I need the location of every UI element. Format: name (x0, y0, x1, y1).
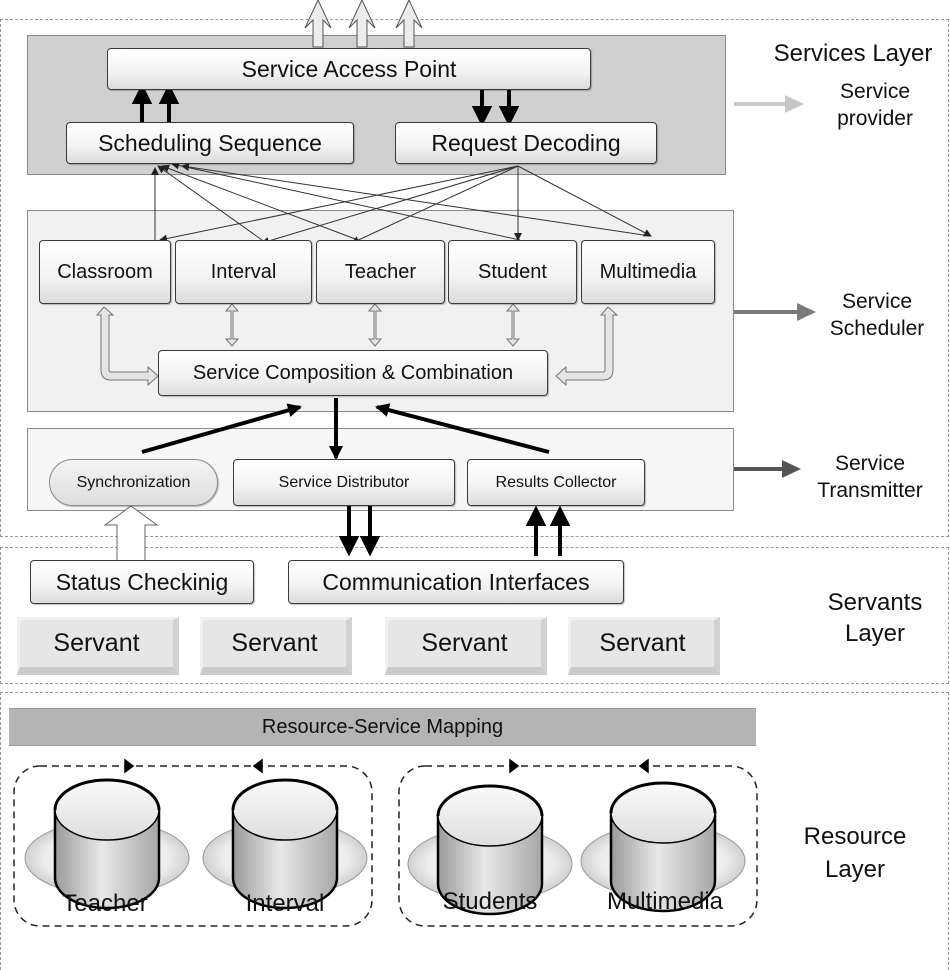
resource-layer-title: Resource Layer (790, 820, 920, 886)
servant-1[interactable]: Servant (17, 617, 179, 675)
transmitter-arrow (782, 460, 801, 478)
service-teacher[interactable]: Teacher (316, 240, 445, 304)
database-cylinder-teacher (24, 778, 190, 910)
service-transmitter-label: Service Transmitter (805, 450, 935, 504)
cylinder-top-rim (436, 784, 544, 817)
service-multimedia[interactable]: Multimedia (581, 240, 715, 304)
label-line: provider (837, 107, 913, 130)
services-layer-title: Services Layer (773, 40, 933, 67)
synchronization[interactable]: Synchronization (49, 459, 218, 506)
resource-label-multimedia: Multimedia (606, 888, 724, 915)
label-line: Layer (824, 856, 886, 883)
cylinder-top-rim (231, 778, 339, 811)
sync-to-composition-arrow (141, 403, 302, 454)
cylinder-top-rim (53, 778, 161, 811)
service-access-point[interactable]: Service Access Point (107, 48, 591, 90)
service-classroom[interactable]: Classroom (39, 240, 171, 304)
label-line: Transmitter (817, 479, 923, 502)
communication-interfaces[interactable]: Communication Interfaces (288, 560, 624, 604)
resource-label-students: Students (442, 888, 538, 915)
label-line: Service (834, 452, 906, 475)
up-hollow-arrow (395, 0, 423, 48)
service-student[interactable]: Student (448, 240, 577, 304)
results-collector[interactable]: Results Collector (467, 459, 645, 506)
label-line: Service (839, 80, 911, 103)
status-checking[interactable]: Status Checkinig (30, 560, 254, 604)
resource-label-interval: Interval (245, 890, 325, 917)
output-arrows (304, 0, 423, 48)
scheduler-arrow (797, 303, 816, 321)
status-to-sync-arrow (103, 505, 159, 560)
servants-layer-title: Servants Layer (810, 587, 940, 649)
service-provider-label: Service provider (820, 78, 930, 132)
thin-connectors (151, 161, 652, 245)
servants-layer-frame (0, 547, 949, 684)
label-line: Layer (844, 620, 906, 647)
servant-2[interactable]: Servant (200, 617, 352, 675)
servant-4[interactable]: Servant (568, 617, 720, 675)
resource-group-left (13, 765, 373, 927)
scheduling-sequence[interactable]: Scheduling Sequence (66, 122, 354, 164)
collector-to-composition-arrow (375, 403, 550, 454)
cylinder-top-rim (609, 781, 717, 814)
label-line: Resource (803, 823, 907, 850)
label-line: Servants (827, 589, 923, 616)
up-hollow-arrow (304, 0, 332, 48)
service-scheduler-label: Service Scheduler (817, 288, 937, 342)
resource-group-right (398, 765, 758, 927)
services-layer-frame (0, 19, 949, 537)
service-composition[interactable]: Service Composition & Combination (158, 350, 548, 396)
bidirectional-arrows (95, 303, 619, 387)
request-decoding[interactable]: Request Decoding (395, 122, 657, 164)
resource-service-mapping: Resource-Service Mapping (9, 708, 756, 746)
label-line: Scheduler (829, 317, 925, 340)
database-cylinder-multimedia (580, 781, 746, 913)
service-distributor[interactable]: Service Distributor (233, 459, 455, 506)
label-line: Service (841, 290, 913, 313)
up-hollow-arrow (348, 0, 376, 48)
database-cylinder-students (407, 784, 573, 916)
resource-layer-frame (0, 692, 949, 970)
service-interval[interactable]: Interval (175, 240, 312, 304)
resource-label-teacher: Teacher (62, 890, 148, 917)
servant-3[interactable]: Servant (385, 617, 547, 675)
provider-arrow (785, 95, 804, 113)
database-cylinder-interval (202, 778, 368, 910)
